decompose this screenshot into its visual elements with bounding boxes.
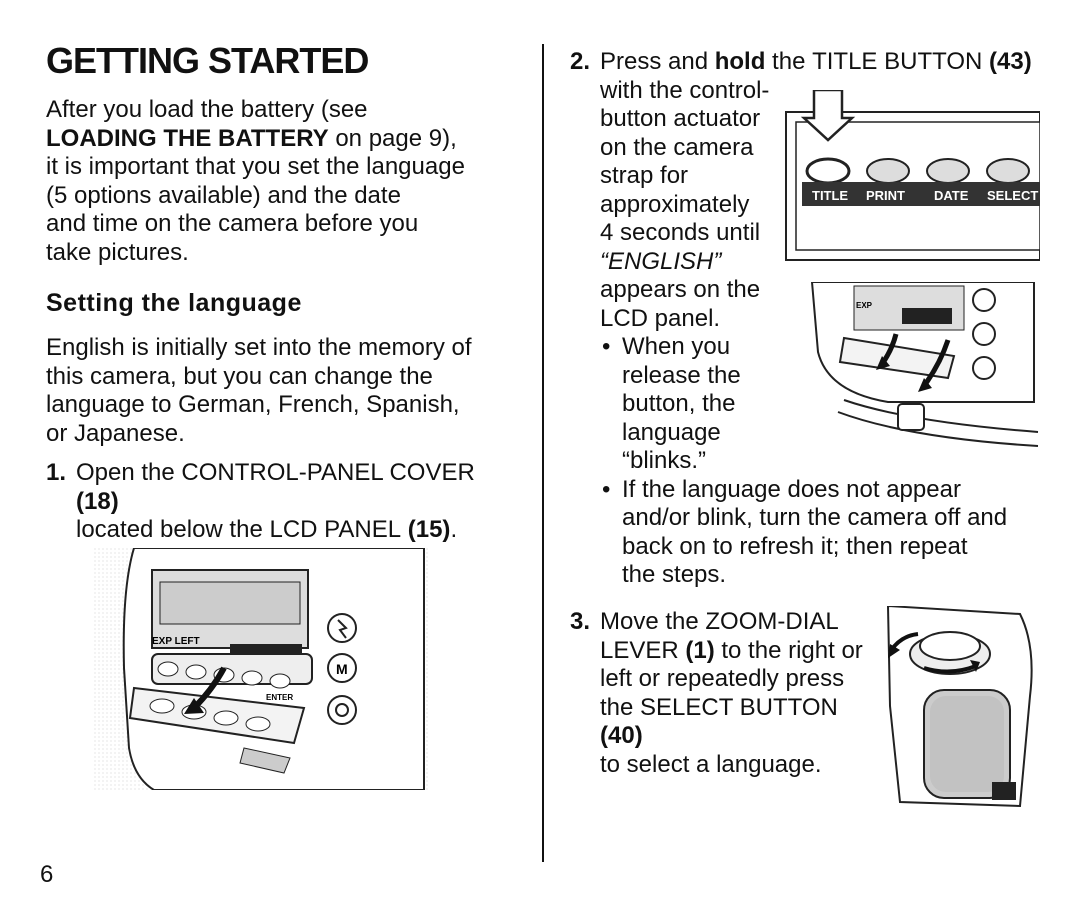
step-number: 3. [570, 608, 591, 635]
step-text: the [765, 48, 813, 75]
bullet-line: button, the [622, 390, 736, 417]
bullet-mark: • [602, 475, 611, 503]
print-button-label: PRINT [866, 188, 905, 203]
control-panel-illustration: EXP LEFT ENTER M [94, 548, 428, 790]
column-divider [542, 44, 544, 862]
bullet-line: and/or blink, turn the camera off and [622, 504, 1008, 531]
step-text: . [450, 516, 458, 543]
page-number: 6 [40, 861, 54, 888]
exp-left-label: EXP LEFT [152, 636, 200, 647]
ref-number: (18) [76, 487, 119, 515]
control-name: ZOOM-DIAL [705, 608, 839, 635]
strap-actuator-illustration: EXP [810, 282, 1039, 447]
button-panel-illustration: TITLE PRINT DATE SELECT [785, 90, 1040, 261]
step-number: 2. [570, 48, 591, 75]
bullet-mark: • [602, 333, 611, 360]
step-line: LCD panel. [600, 305, 1050, 334]
intro-line: (5 options available) and the date [46, 181, 401, 209]
intro-text: on page 9), [328, 124, 457, 152]
select-button-label: SELECT [987, 188, 1038, 203]
date-button-label: DATE [934, 188, 969, 203]
control-name: LEVER [600, 636, 679, 664]
step-line: left or repeatedly press [600, 665, 845, 692]
para-line: English is initially set into the memory… [46, 334, 472, 361]
step-line: Open the CONTROL-PANEL COVER (18) [76, 459, 516, 516]
ref-number: (43) [982, 48, 1032, 75]
para-line: this camera, but you can change the [46, 362, 433, 390]
step-line: located below the LCD PANEL (15). [76, 516, 516, 545]
intro-line: After you load the battery (see [46, 96, 368, 123]
bullet-line: “blinks.” [622, 447, 707, 474]
english-display-text: “ENGLISH” [600, 247, 722, 275]
step-1: 1. Open the CONTROL-PANEL COVER (18) loc… [46, 459, 516, 545]
bullet-item: • When you release the button, the langu… [600, 333, 1050, 476]
step-line: the SELECT BUTTON (40) [600, 694, 880, 751]
step-line: approximately [600, 190, 750, 218]
exp-label: EXP [856, 301, 873, 310]
step-line: with the control- [600, 76, 770, 104]
enter-label: ENTER [266, 693, 293, 702]
control-name: TITLE BUTTON [812, 48, 983, 75]
mode-m-label: M [336, 661, 348, 677]
step-text: Move the [600, 608, 706, 635]
intro-line: LOADING THE BATTERY on page 9), [46, 125, 516, 154]
bullet-item: • If the language does not appear and/or… [600, 476, 1050, 590]
bullet-line: back on to refresh it; then repeat [622, 532, 968, 560]
control-name: LCD [600, 304, 649, 332]
ref-number: (1) [678, 636, 715, 664]
step-text: to the right or [714, 636, 863, 664]
step-line: appears on the [600, 276, 761, 303]
loading-battery-ref: LOADING THE BATTERY [46, 124, 329, 152]
step-line: strap for [600, 162, 689, 189]
emphasis: hold [714, 48, 766, 75]
step-2: 2. Press and hold the TITLE BUTTON (43) … [570, 48, 1050, 590]
ref-number: (15) [401, 516, 451, 543]
intro-line: it is important that you set the languag… [46, 153, 465, 180]
para-line: language to German, French, Spanish, [46, 391, 460, 418]
bullet-line: release the [622, 361, 741, 389]
ref-number: (40) [600, 722, 643, 749]
step-text: Open the [76, 459, 182, 486]
intro-paragraph: After you load the battery (see LOADING … [46, 96, 516, 267]
control-name: CONTROL-PANEL COVER [181, 459, 475, 486]
step-line: button actuator [600, 105, 761, 132]
intro-line: and time on the camera before you [46, 210, 419, 237]
page-title: GETTING STARTED [46, 40, 369, 81]
step-text: the [600, 693, 641, 721]
step-number: 1. [46, 459, 67, 486]
step-text: located below the [76, 516, 270, 543]
para-line: or Japanese. [46, 419, 185, 447]
step-line: on the camera [600, 133, 754, 161]
control-name: SELECT BUTTON [640, 693, 838, 721]
bullet-line: language [622, 418, 721, 446]
step-3: 3. Move the ZOOM-DIAL LEVER (1) to the r… [570, 608, 880, 779]
step-text: Press and [600, 48, 715, 75]
section-heading: Setting the language [46, 289, 302, 317]
intro-line: take pictures. [46, 238, 189, 266]
control-name: LCD PANEL [269, 516, 402, 543]
bullet-line: If the language does not appear [622, 475, 961, 503]
bullet-line: the steps. [622, 561, 727, 588]
title-button-label: TITLE [812, 188, 848, 203]
step-line: Move the ZOOM-DIAL [600, 608, 880, 637]
step-text: panel. [648, 304, 721, 332]
zoom-dial-illustration [886, 606, 1033, 808]
step-line: LEVER (1) to the right or [600, 637, 880, 666]
step-line: Press and hold the TITLE BUTTON (43) [600, 48, 1050, 77]
step-line: 4 seconds until [600, 219, 761, 246]
step-line: to select a language. [600, 750, 822, 778]
language-paragraph: English is initially set into the memory… [46, 334, 516, 448]
bullet-line: When you [622, 333, 731, 360]
